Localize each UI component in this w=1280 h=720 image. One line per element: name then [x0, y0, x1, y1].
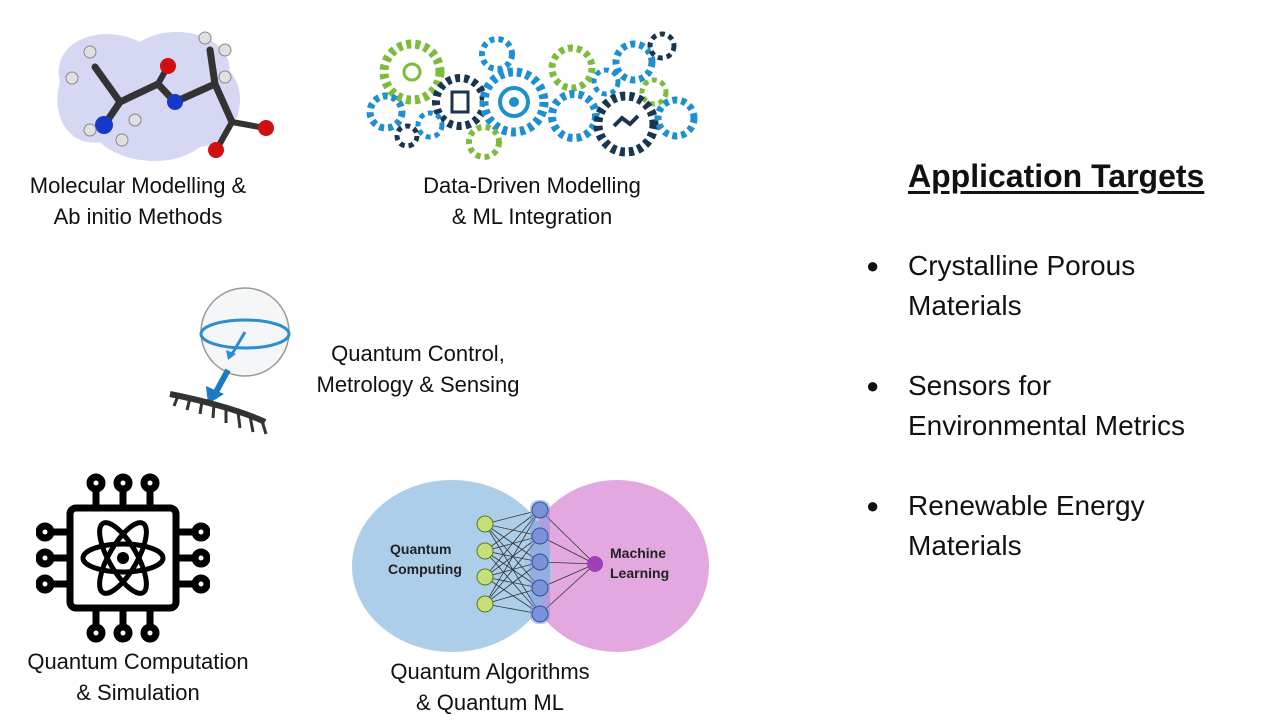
venn-right-label: Machine Learning	[610, 545, 670, 581]
bullet-icon: ●	[866, 493, 880, 518]
venn-right-line2: Learning	[610, 565, 669, 581]
venn-right-line1: Machine	[610, 545, 666, 561]
molecule-illustration	[57, 31, 274, 161]
venn-left-line2: Computing	[388, 561, 462, 577]
gears-illustration	[366, 31, 698, 160]
item-quantum-algorithms-caption: Quantum Algorithms& Quantum ML	[390, 659, 590, 715]
bullet-icon: ●	[866, 253, 880, 278]
item-molecular-caption: Molecular Modelling &Ab initio Methods	[29, 173, 247, 229]
bullet-icon: ●	[866, 373, 880, 398]
quantum-chip-icon	[36, 473, 210, 643]
bloch-sphere-illustration	[169, 287, 291, 435]
qc-ml-venn-illustration: Quantum Computing Machine Learning	[352, 480, 709, 652]
item-quantum-control-caption: Quantum Control,Metrology & Sensing	[316, 341, 520, 397]
venn-left-label: Quantum Computing	[388, 541, 462, 577]
item-data-driven-caption: Data-Driven Modelling& ML Integration	[423, 173, 641, 229]
venn-left-line1: Quantum	[390, 541, 451, 557]
item-quantum-computation-caption: Quantum Computation& Simulation	[27, 649, 249, 705]
application-targets-title: Application Targets	[908, 158, 1205, 194]
